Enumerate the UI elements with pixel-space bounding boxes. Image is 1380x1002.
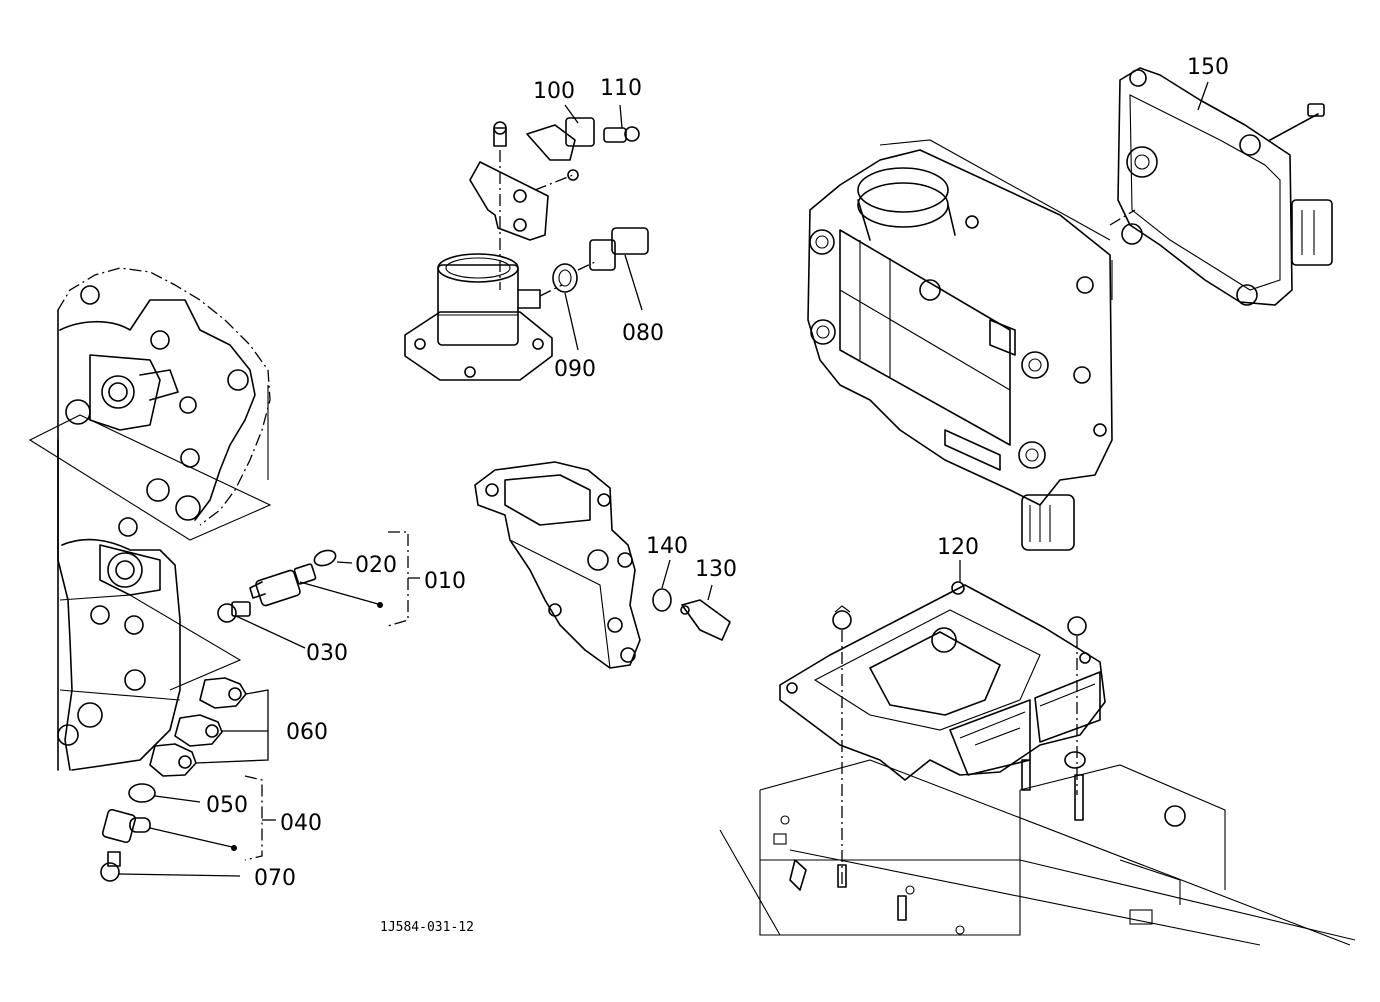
callout-090: 090	[554, 357, 596, 382]
engine-housing-drawing	[28, 267, 272, 771]
figure-id: 1J584-031-12	[380, 920, 474, 935]
callout-130: 130	[695, 557, 737, 582]
engine-ecu-frame-drawing	[719, 560, 1356, 946]
callout-080: 080	[622, 321, 664, 346]
callout-060: 060	[286, 720, 328, 745]
callout-110: 110	[600, 76, 642, 101]
callout-040: 040	[280, 811, 322, 836]
cylinder-head-drawing	[807, 67, 1333, 551]
callout-140: 140	[646, 534, 688, 559]
callout-010: 010	[424, 569, 466, 594]
callout-020: 020	[355, 553, 397, 578]
thermostat-housing-drawing	[404, 104, 649, 381]
crank-position-sensor-assembly	[217, 531, 420, 649]
callout-150: 150	[1187, 55, 1229, 80]
callout-030: 030	[306, 641, 348, 666]
callout-050: 050	[206, 793, 248, 818]
callout-070: 070	[254, 866, 296, 891]
callout-100: 100	[533, 79, 575, 104]
cam-sensor-assembly	[100, 677, 276, 882]
callout-120: 120	[937, 535, 979, 560]
water-flange-housing-drawing	[474, 461, 731, 669]
